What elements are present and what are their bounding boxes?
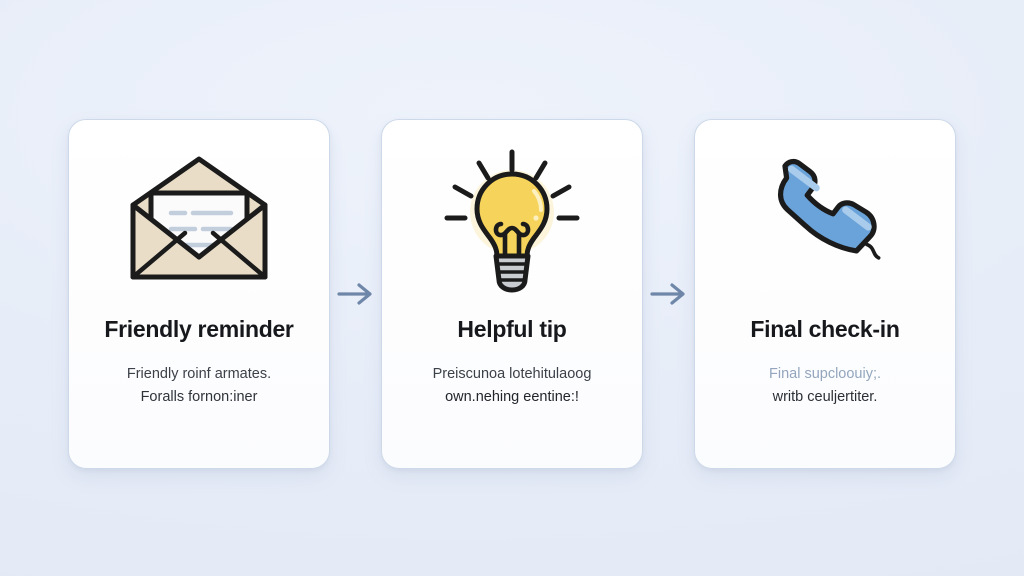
lightbulb-icon <box>382 120 642 316</box>
card-body: Final supcloouiy;. writb ceuljertiter. <box>753 363 897 410</box>
card-body-line-1: Preiscunoa lotehitulaoog <box>432 366 592 382</box>
card-step-3[interactable]: Final check-in Final supcloouiy;. writb … <box>694 119 956 469</box>
card-body-line-2: writb ceuljertiter. <box>772 389 878 406</box>
phone-handset-icon <box>695 120 955 316</box>
card-title: Helpful tip <box>457 316 567 342</box>
card-title: Friendly reminder <box>104 316 294 342</box>
card-step-2[interactable]: Helpful tip Preiscunoa lotehitulaoog own… <box>381 119 643 469</box>
card-body-line-1: Friendly roinf armates. <box>126 366 272 382</box>
arrow-2-icon <box>646 271 692 317</box>
arrow-1-icon <box>333 271 379 317</box>
card-title: Final check-in <box>750 316 900 342</box>
card-step-1[interactable]: Friendly reminder Friendly roinf armates… <box>68 119 330 469</box>
card-body-line-1: Final supcloouiy;. <box>768 366 882 382</box>
three-step-flow: Friendly reminder Friendly roinf armates… <box>68 118 956 470</box>
card-body: Preiscunoa lotehitulaoog own.nehing eent… <box>417 363 608 410</box>
card-body-line-2: own.nehing eentine:! <box>445 389 579 406</box>
open-envelope-icon <box>69 120 329 316</box>
card-body-line-2: Foralls fornon:iner <box>140 389 258 406</box>
card-body: Friendly roinf armates. Foralls fornon:i… <box>111 363 287 410</box>
